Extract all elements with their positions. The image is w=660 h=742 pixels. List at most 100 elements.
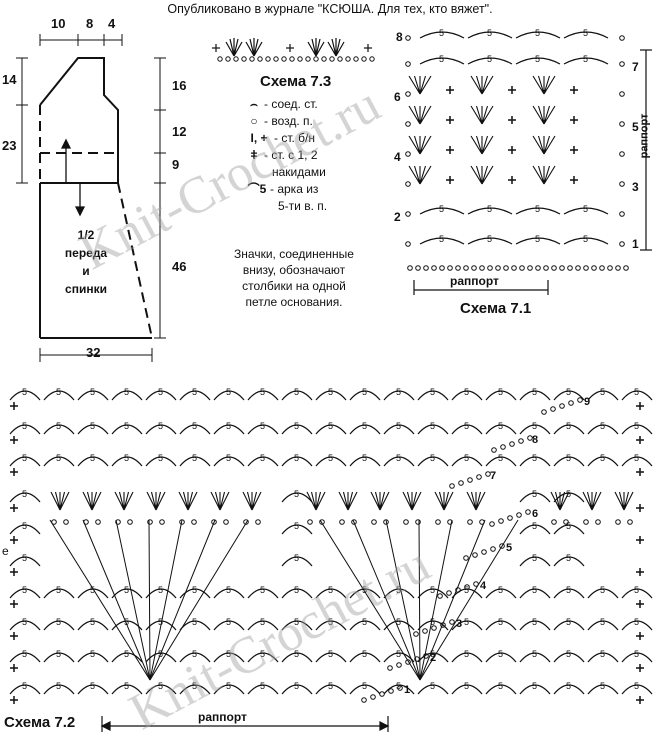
chain-loop [415, 519, 421, 525]
arch-count: 5 [192, 387, 197, 397]
chain-arch [43, 652, 75, 663]
single-crochet-mark [636, 696, 644, 704]
chain-arch [315, 456, 347, 467]
arch-count: 5 [158, 617, 163, 627]
double-crochet-ray [149, 519, 216, 681]
single-crochet-mark [10, 504, 18, 512]
single-crochet-mark [446, 86, 454, 94]
legend-item: ǂ- ст. с 1, 2 [244, 147, 327, 164]
arch-count: 5 [22, 649, 27, 659]
arch-count: 5 [583, 204, 588, 214]
stitch-fan [242, 491, 262, 511]
chain-arch [553, 620, 585, 631]
legend-item: накидами [244, 164, 327, 181]
arch-count: 5 [22, 553, 27, 563]
arch-count: 5 [535, 54, 540, 64]
schema-7-2-title: Схема 7.2 [4, 714, 76, 731]
chain-loop [439, 265, 445, 271]
arch-count: 5 [294, 421, 299, 431]
chain-arch [281, 424, 313, 435]
chain-arch [179, 588, 211, 599]
chain-loop [583, 265, 589, 271]
arch-count: 5 [22, 521, 27, 531]
legend-item: Ι, +- ст. б/н [244, 130, 327, 147]
single-crochet-mark [446, 146, 454, 154]
chain-loop [503, 265, 509, 271]
chain-arch [145, 456, 177, 467]
arch-count: 5 [532, 387, 537, 397]
chain-loop [575, 265, 581, 271]
chain-loop [431, 265, 437, 271]
chain-arch [281, 620, 313, 631]
double-crochet-ray [352, 519, 421, 681]
chain-arch [247, 456, 279, 467]
chain-arch [515, 237, 561, 245]
legend-text: 5-ти в. п. [278, 199, 328, 213]
chain-arch [621, 620, 653, 631]
arch-count: 5 [634, 681, 639, 691]
chain-arch [247, 424, 279, 435]
arch-count: 5 [583, 234, 588, 244]
chain-loop [95, 519, 101, 525]
stitch-fan [210, 491, 230, 511]
chain-arch [9, 390, 41, 401]
row-number: 3 [632, 180, 639, 194]
chain-loop [361, 697, 367, 703]
chain-arch [247, 684, 279, 695]
arch-count: 5 [294, 489, 299, 499]
arch-count: 5 [487, 234, 492, 244]
chain-arch [515, 57, 561, 65]
chain-arch [77, 684, 109, 695]
arch-count: 5 [226, 649, 231, 659]
chain-loop [471, 265, 477, 271]
chain-loop [519, 265, 525, 271]
chain-arch [451, 424, 483, 435]
chain-loop [509, 441, 515, 447]
arch-count: 5 [498, 585, 503, 595]
chain-loop [479, 265, 485, 271]
row-number: 8 [396, 30, 403, 44]
chain-loop [423, 653, 429, 659]
stitch-fan [408, 75, 432, 95]
chain-arch [553, 556, 585, 567]
chain-loop [440, 622, 446, 628]
arch-count: 5 [566, 453, 571, 463]
single-crochet-mark [446, 176, 454, 184]
chain-loop [435, 519, 441, 525]
chain-arch [213, 456, 245, 467]
chain-arch [145, 390, 177, 401]
stitch-fan [466, 491, 486, 511]
chain-loop [511, 265, 517, 271]
chain-loop [467, 477, 473, 483]
chain-arch [111, 456, 143, 467]
stitch-fan [550, 491, 570, 511]
chain-arch [417, 652, 449, 663]
chain-arch [621, 456, 653, 467]
arch-count: 5 [396, 387, 401, 397]
arch-count: 5 [226, 681, 231, 691]
arch-count: 5 [328, 453, 333, 463]
arch-count: 5 [634, 617, 639, 627]
chain-arch [485, 390, 517, 401]
dim-bottom-32: 32 [86, 345, 101, 360]
arch-count: 5 [22, 681, 27, 691]
stitch-fan [178, 491, 198, 511]
arch-count: 5 [464, 681, 469, 691]
double-crochet-ray [49, 519, 151, 681]
chain-arch [43, 456, 75, 467]
dim-right-12: 12 [172, 124, 187, 139]
chain-arch [419, 207, 465, 215]
chain-loop [568, 400, 574, 406]
chain-loop [490, 546, 496, 552]
chain-loop [371, 519, 377, 525]
schema-7-1-title: Схема 7.1 [460, 300, 532, 317]
arch-count: 5 [430, 649, 435, 659]
arch-count: 5 [192, 453, 197, 463]
stitch-fan [82, 491, 102, 511]
chain-loop [473, 581, 479, 587]
chain-loop [387, 665, 393, 671]
arch-count: 5 [56, 453, 61, 463]
chain-arch [349, 652, 381, 663]
